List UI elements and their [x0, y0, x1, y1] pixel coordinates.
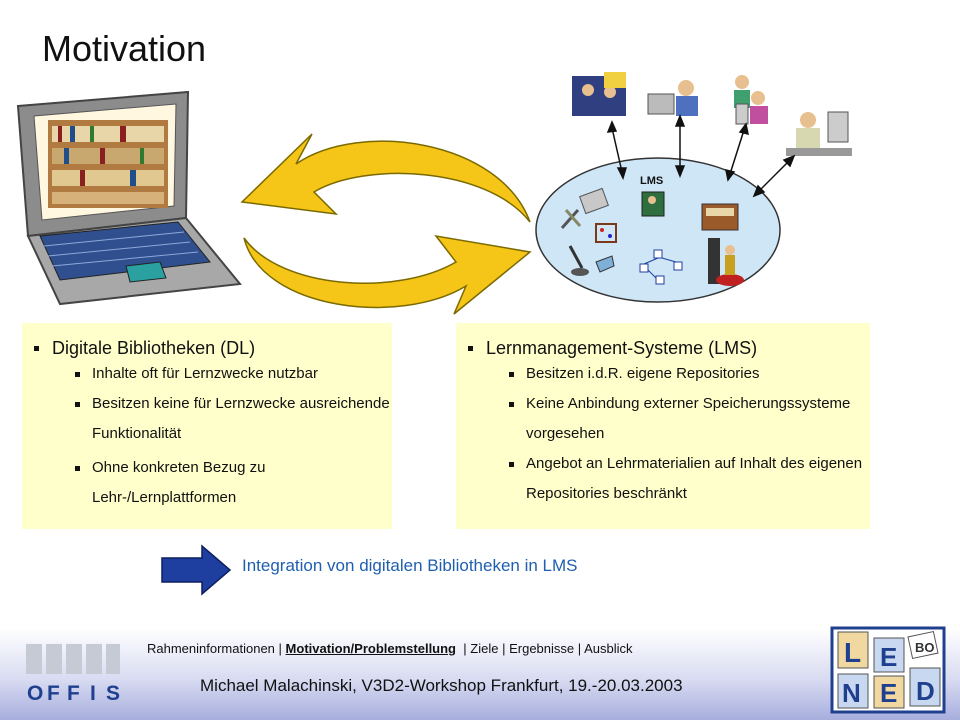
author-line: Michael Malachinski, V3D2-Workshop Frank…	[200, 676, 683, 695]
lms-heading: Lernmanagement-Systeme (LMS)	[456, 338, 870, 359]
dl-item-2: Besitzen keine für Lernzwecke ausreichen…	[22, 389, 392, 449]
dl-item-1: Inhalte oft für Lernzwecke nutzbar	[22, 359, 392, 389]
flask-icon	[595, 255, 615, 273]
offis-logo: O F F I S	[26, 644, 120, 705]
svg-text:S: S	[106, 682, 120, 705]
lms-item-2: Keine Anbindung externer Speicherungssys…	[456, 389, 870, 449]
integration-text: Integration von digitalen Bibliotheken i…	[242, 556, 578, 575]
teacher-board-icon	[641, 191, 665, 217]
arrow-to-laptop-icon	[240, 133, 531, 223]
bookshelf-icon	[48, 120, 168, 208]
nav-motivation[interactable]: Motivation/Problemstellung	[285, 641, 457, 656]
tools-icon	[560, 209, 582, 229]
dl-item-3: Ohne konkreten Bezug zu Lehr-/Lernplattf…	[22, 453, 392, 513]
lened-logo: L E BO N E D	[830, 626, 946, 714]
svg-text:E: E	[880, 678, 897, 708]
nav-ergebnisse[interactable]: Ergebnisse	[509, 641, 575, 656]
svg-text:O: O	[27, 682, 43, 705]
svg-text:E: E	[880, 642, 897, 672]
microscope-icon	[568, 245, 589, 276]
svg-text:L: L	[844, 637, 861, 668]
arrow-to-lms-icon	[243, 234, 532, 315]
user-desk-icon	[786, 111, 852, 156]
library-person-icon	[708, 238, 744, 286]
nav-rahmeninformationen[interactable]: Rahmeninformationen	[147, 641, 275, 656]
svg-text:BO: BO	[915, 640, 935, 655]
footer-band	[0, 628, 960, 720]
svg-text:F: F	[47, 682, 60, 705]
books-icon	[701, 203, 739, 231]
lms-item-1: Besitzen i.d.R. eigene Repositories	[456, 359, 870, 389]
svg-text:D: D	[916, 676, 935, 706]
user-computer-icon	[647, 80, 698, 116]
connection-arrows	[606, 113, 796, 198]
integration-arrow-icon	[161, 544, 232, 596]
user-group-icon	[572, 72, 626, 116]
dl-box: Digitale Bibliotheken (DL) Inhalte oft f…	[22, 323, 392, 529]
illustration: LMS	[16, 72, 852, 315]
lms-label: LMS	[640, 175, 663, 187]
lms-item-3: Angebot an Lehrmaterialien auf Inhalt de…	[456, 449, 870, 509]
laptop-icon	[16, 90, 242, 306]
nav-ausblick[interactable]: Ausblick	[584, 641, 633, 656]
user-pair-icon	[734, 75, 768, 125]
slide-title: Motivation	[42, 28, 207, 69]
svg-text:I: I	[90, 682, 96, 705]
flowchart-icon	[639, 249, 683, 285]
svg-text:F: F	[67, 682, 80, 705]
calculator-icon	[579, 187, 609, 215]
lms-box: Lernmanagement-Systeme (LMS) Besitzen i.…	[456, 323, 870, 529]
svg-text:N: N	[842, 678, 861, 708]
nav-breadcrumb: Rahmeninformationen | Motivation/Problem…	[147, 641, 633, 656]
lms-ellipse: LMS	[535, 157, 781, 303]
dl-heading: Digitale Bibliotheken (DL)	[22, 338, 392, 359]
nav-ziele[interactable]: Ziele	[470, 641, 499, 656]
abacus-icon	[595, 223, 617, 243]
